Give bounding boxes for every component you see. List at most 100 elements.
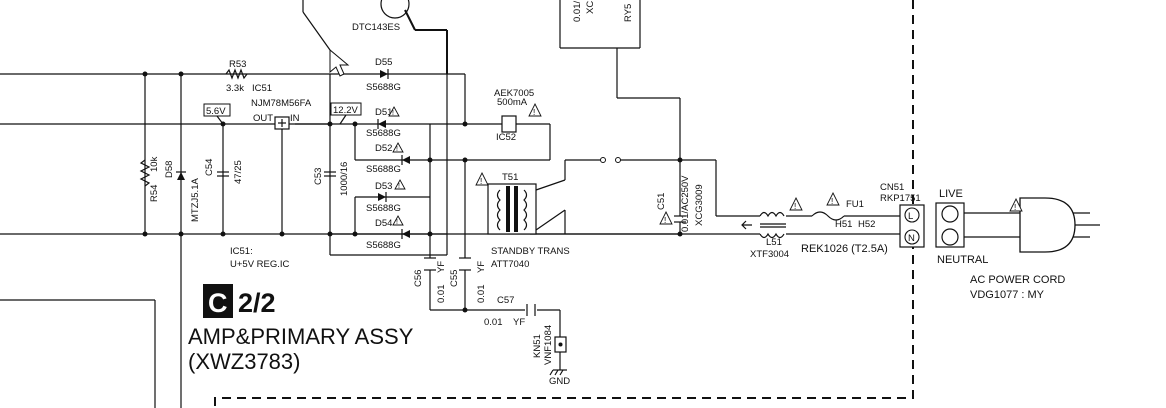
svg-text:S5688G: S5688G <box>366 203 401 214</box>
connector-cn51: L N CN51 RKP1751 <box>880 182 925 248</box>
svg-text:10k: 10k <box>149 156 160 172</box>
svg-text:2/2: 2/2 <box>238 288 276 318</box>
svg-text:!: ! <box>392 110 394 117</box>
choke-l51: L51 XTF3004 ! <box>741 196 803 260</box>
junctions <box>142 71 683 313</box>
svg-text:D51: D51 <box>375 107 392 118</box>
svg-text:YF: YF <box>476 261 487 273</box>
svg-text:!: ! <box>396 219 398 226</box>
svg-text:FU1: FU1 <box>846 199 864 210</box>
svg-text:ATT7040: ATT7040 <box>491 259 529 270</box>
svg-text:500mA: 500mA <box>497 97 528 108</box>
diode-d53: D53 S5688G ! <box>366 179 406 214</box>
svg-text:!: ! <box>396 146 398 153</box>
svg-text:T51: T51 <box>502 172 518 183</box>
svg-text:D52: D52 <box>375 143 392 154</box>
cursor-arrow-icon <box>329 48 350 77</box>
diode-d55: D55 S5688G <box>366 57 401 93</box>
svg-text:C: C <box>208 288 228 318</box>
svg-text:!: ! <box>398 183 400 190</box>
svg-text:L: L <box>908 211 913 222</box>
capacitor-c55: C55 0.01 YF <box>449 257 487 304</box>
partial-label-ry5: RY5 <box>623 4 634 22</box>
terminal-kn51: KN51 VNF1084 <box>532 325 567 365</box>
svg-text:R54: R54 <box>149 185 160 202</box>
svg-text:0.01: 0.01 <box>476 285 487 304</box>
diode-d54: D54 S5688G ! <box>366 215 410 251</box>
svg-text:S5688G: S5688G <box>366 240 401 251</box>
diode-d52: D52 S5688G ! <box>366 142 410 175</box>
svg-text:IN: IN <box>290 113 300 124</box>
svg-text:C55: C55 <box>449 270 460 287</box>
svg-text:C57: C57 <box>497 295 514 306</box>
svg-text:XTF3004: XTF3004 <box>750 249 789 260</box>
resistor-r54: R54 10k <box>139 156 160 202</box>
capacitor-c57: C57 0.01 YF <box>484 295 536 328</box>
capacitor-c54: C54 47/25 <box>204 159 244 184</box>
svg-text:5.6V: 5.6V <box>206 106 226 117</box>
svg-text:H52: H52 <box>858 219 875 230</box>
svg-text:VNF1084: VNF1084 <box>543 325 554 365</box>
svg-text:LIVE: LIVE <box>939 188 963 200</box>
svg-text:NJM78M56FA: NJM78M56FA <box>251 98 312 109</box>
svg-text:!: ! <box>533 108 535 117</box>
switch-contacts <box>600 157 621 163</box>
diode-d51: D51 S5688G ! <box>366 106 401 139</box>
svg-text:GND: GND <box>549 376 570 387</box>
svg-text:S5688G: S5688G <box>366 164 401 175</box>
svg-text:C53: C53 <box>313 168 324 185</box>
svg-text:!: ! <box>831 197 833 206</box>
svg-text:!: ! <box>664 216 666 225</box>
svg-text:3.3k: 3.3k <box>226 83 244 94</box>
svg-text:MTZJ5.1A: MTZJ5.1A <box>190 178 201 222</box>
svg-text:!: ! <box>480 177 482 186</box>
svg-text:DTC143ES: DTC143ES <box>352 22 400 33</box>
ic51-func: U+5V REG.IC <box>230 259 290 270</box>
svg-text:REK1026 (T2.5A): REK1026 (T2.5A) <box>801 243 888 255</box>
svg-text:12.2V: 12.2V <box>333 105 358 116</box>
svg-text:RKP1751: RKP1751 <box>880 193 921 204</box>
svg-text:YF: YF <box>436 261 447 273</box>
capacitor-c51: C51 0.01/AC250V XCG3009 ! <box>656 175 705 232</box>
transistor-dtc143es: DTC143ES <box>352 0 410 33</box>
partial-label-a: 0.01/ <box>572 1 583 22</box>
partial-label-b: XC <box>585 1 596 14</box>
svg-text:CN51: CN51 <box>880 182 904 193</box>
board-boundary <box>214 0 914 408</box>
svg-text:STANDBY TRANS: STANDBY TRANS <box>491 246 570 257</box>
wires <box>0 0 1100 408</box>
svg-text:1000/16: 1000/16 <box>339 162 350 196</box>
svg-text:VDG1077 : MY: VDG1077 : MY <box>970 289 1045 301</box>
capacitor-c56: C56 0.01 YF <box>413 257 447 303</box>
protector-ic52: AEK7005 500mA IC52 ! <box>494 88 542 143</box>
svg-text:D55: D55 <box>375 57 392 68</box>
svg-text:IC51: IC51 <box>252 83 272 94</box>
svg-text:AMP&PRIMARY ASSY: AMP&PRIMARY ASSY <box>188 324 414 349</box>
svg-text:!: ! <box>1014 203 1016 212</box>
svg-text:AC POWER CORD: AC POWER CORD <box>970 274 1065 286</box>
ac-power-plug: ! AC POWER CORD VDG1077 : MY <box>970 197 1076 301</box>
ic51-desc: IC51: <box>230 246 253 257</box>
regulator-ic51: IC51 NJM78M56FA OUT IN <box>251 83 312 130</box>
section-header: C 2/2 AMP&PRIMARY ASSY (XWZ3783) <box>188 284 414 374</box>
svg-text:47/25: 47/25 <box>233 160 244 184</box>
svg-text:!: ! <box>794 202 796 211</box>
capacitor-c53: C53 1000/16 <box>313 162 350 196</box>
transformer-t51: T51 STANDBY TRANS ATT7040 ! <box>475 171 570 270</box>
svg-text:YF: YF <box>513 317 525 328</box>
voltage-tag-5v6: 5.6V <box>203 103 231 125</box>
svg-text:D54: D54 <box>375 218 392 229</box>
svg-text:NEUTRAL: NEUTRAL <box>937 254 988 266</box>
svg-text:C56: C56 <box>413 270 424 287</box>
svg-text:(XWZ3783): (XWZ3783) <box>188 349 300 374</box>
svg-text:KN51: KN51 <box>532 334 543 358</box>
svg-text:H51: H51 <box>835 219 852 230</box>
svg-text:R53: R53 <box>229 59 246 70</box>
svg-text:XCG3009: XCG3009 <box>694 184 705 226</box>
svg-text:S5688G: S5688G <box>366 82 401 93</box>
svg-text:IC52: IC52 <box>496 132 516 143</box>
svg-text:S5688G: S5688G <box>366 128 401 139</box>
svg-text:L51: L51 <box>766 237 782 248</box>
svg-text:AEK7005: AEK7005 <box>494 88 534 99</box>
